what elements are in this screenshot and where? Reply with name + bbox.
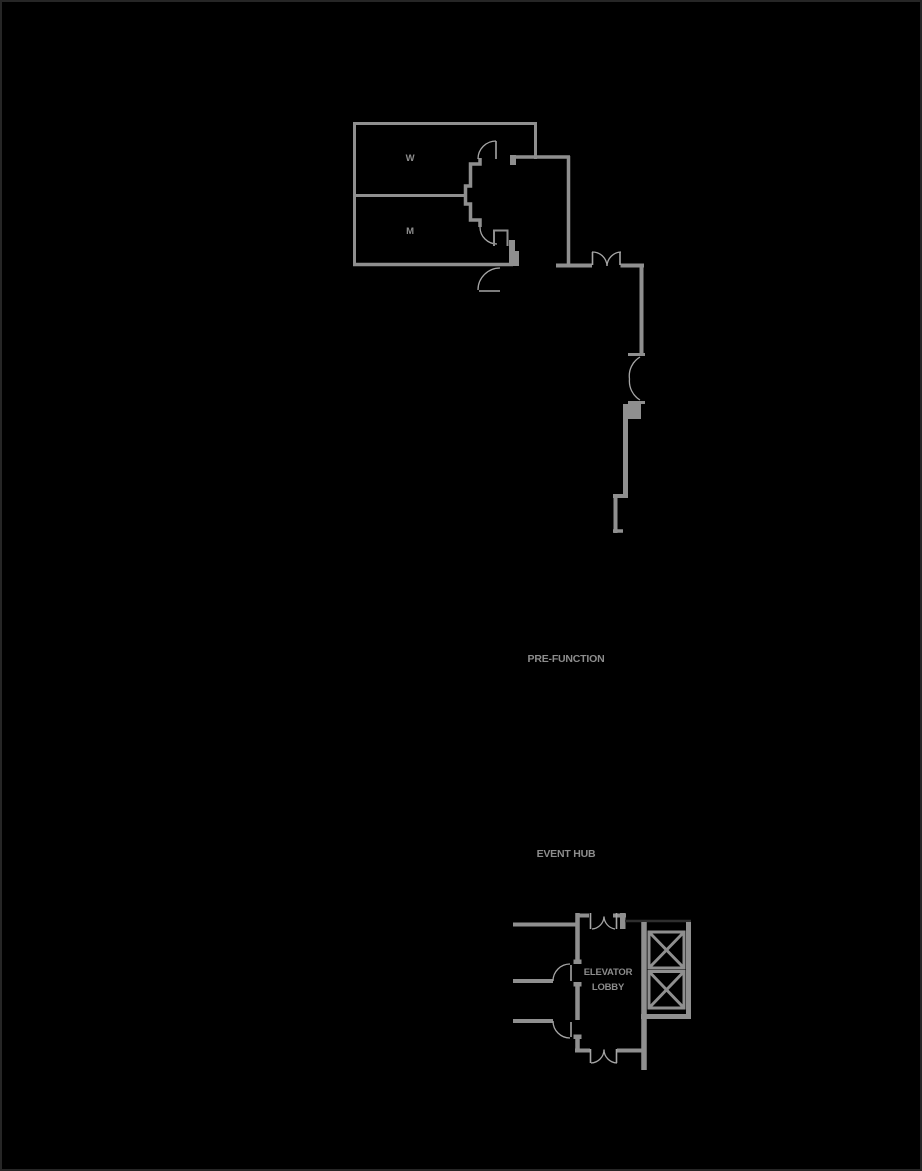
elevator-x-icon [647, 970, 686, 1010]
restroom-vestibule [463, 140, 571, 292]
door-swing-arc [591, 251, 608, 267]
elevator-shaft [641, 922, 691, 1070]
door-swing-arc [606, 251, 622, 267]
event-hub-label: EVENT HUB [537, 848, 596, 860]
restroom-block: W M [353, 122, 537, 267]
wall-segment [509, 240, 515, 266]
mens-restroom-label: M [406, 226, 414, 237]
pre-function-label: PRE-FUNCTION [528, 653, 605, 665]
door-jamb [573, 959, 582, 964]
elevator-lobby-label-line1: ELEVATOR [584, 967, 633, 978]
elevator-lobby: ELEVATOR LOBBY [513, 913, 691, 1070]
door-swing-arc [603, 1049, 618, 1064]
door-swing-arc [552, 1020, 571, 1039]
elevator-cell [647, 930, 686, 970]
stepped-wall [463, 158, 482, 227]
elevator-lobby-label-line2: LOBBY [592, 982, 625, 993]
elevator-x-icon [647, 930, 686, 970]
door-jamb [573, 1034, 582, 1039]
door-swing-arc [628, 356, 641, 380]
corridor-walls [556, 251, 645, 533]
door-jamb [573, 982, 582, 987]
double-door-north [591, 251, 622, 267]
door-swing-arc [552, 963, 571, 982]
womens-restroom-label: W [406, 153, 415, 164]
door-swing-arc [477, 140, 497, 160]
door-swing-arc [477, 267, 501, 291]
door-swing-arc [591, 916, 605, 930]
wall-jamb [510, 155, 516, 165]
wall-segment [514, 251, 519, 266]
door-swing-arc [590, 1049, 605, 1064]
wall-block [623, 404, 641, 419]
elevator-car-icon [647, 970, 686, 1010]
door-jamb-frame [493, 229, 509, 246]
double-door-west [628, 353, 645, 404]
door-swing-arc [603, 916, 616, 930]
wall-jamb [620, 913, 626, 929]
double-door-south-exit [589, 1049, 618, 1064]
door-swing-arc [628, 378, 641, 401]
double-door-south [589, 913, 618, 930]
elevator-cell [647, 970, 686, 1010]
elevator-car-icon [647, 930, 686, 970]
